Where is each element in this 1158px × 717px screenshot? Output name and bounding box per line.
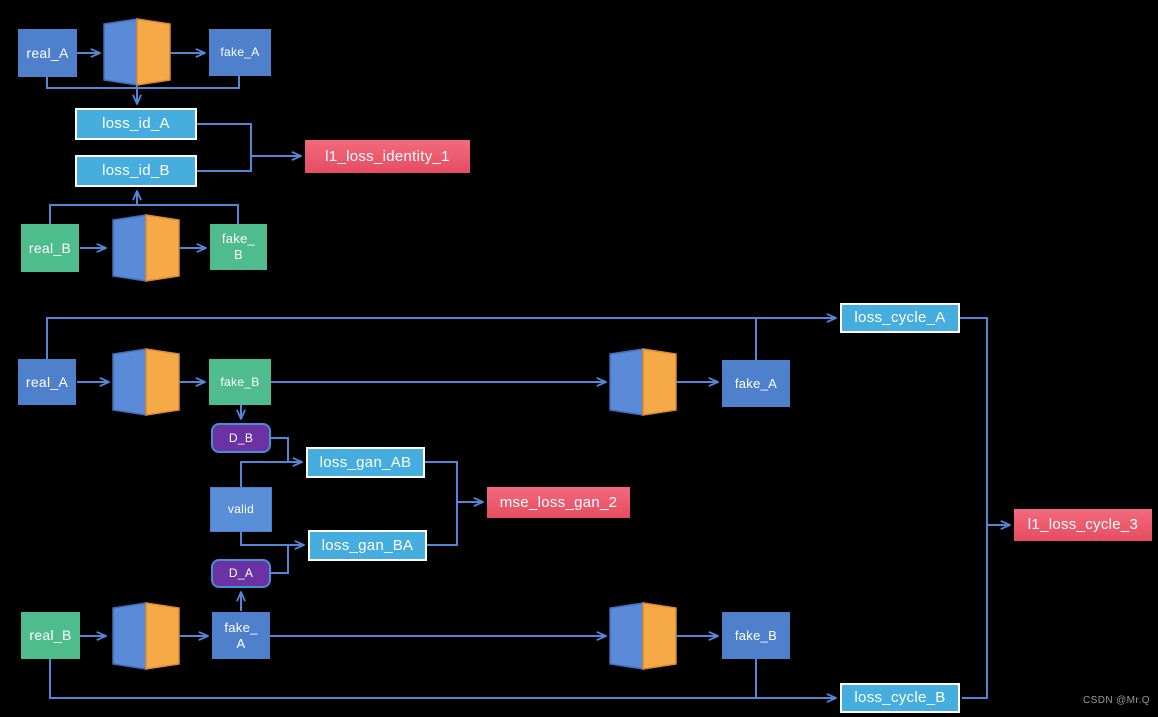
connector-line — [137, 76, 240, 89]
node-real-b-identity: real_B — [21, 224, 79, 272]
connector-line — [49, 659, 837, 703]
node-loss-gan-ab: loss_gan_AB — [306, 447, 425, 478]
generator-icon — [112, 214, 180, 282]
connector-line — [271, 546, 289, 574]
node-real-a-gan: real_A — [18, 359, 76, 405]
node-fake-a-cycle: fake_A — [722, 360, 790, 407]
node-discriminator-a: D_A — [211, 559, 271, 588]
connector-line — [240, 532, 305, 550]
connector-line — [49, 204, 137, 224]
watermark: CSDN @Mr.Q — [1083, 695, 1150, 706]
generator-icon — [112, 348, 180, 416]
node-real-b-gan: real_B — [21, 612, 80, 659]
node-valid: valid — [210, 487, 272, 532]
node-fake-a-identity: fake_A — [209, 29, 271, 76]
connector-line — [960, 317, 988, 699]
node-loss-gan-ba: loss_gan_BA — [308, 530, 427, 561]
connector-line — [240, 457, 303, 487]
node-l1-loss-identity-1: l1_loss_identity_1 — [305, 140, 470, 173]
connector-line — [425, 461, 458, 502]
generator-icon — [112, 602, 180, 670]
node-fake-b-cycle: fake_B — [722, 612, 790, 659]
node-fake-a-gan: fake_ A — [212, 612, 270, 659]
connector-line — [46, 313, 837, 359]
connector-line — [46, 77, 137, 89]
connector-line — [137, 204, 239, 224]
generator-icon — [103, 18, 171, 86]
connector-line — [427, 502, 458, 546]
node-mse-loss-gan-2: mse_loss_gan_2 — [487, 487, 630, 518]
node-fake-b-gan: fake_B — [209, 359, 271, 405]
node-real-a-identity: real_A — [18, 29, 77, 77]
node-discriminator-b: D_B — [211, 423, 271, 453]
generator-icon — [609, 348, 677, 416]
node-l1-loss-cycle-3: l1_loss_cycle_3 — [1014, 509, 1152, 541]
node-loss-id-a: loss_id_A — [75, 108, 197, 140]
connector-line — [271, 437, 289, 462]
node-loss-id-b: loss_id_B — [75, 155, 197, 187]
generator-icon — [609, 602, 677, 670]
connector-line — [197, 123, 252, 156]
node-fake-b-identity: fake_ B — [210, 224, 267, 270]
node-loss-cycle-a: loss_cycle_A — [840, 303, 960, 333]
node-loss-cycle-b: loss_cycle_B — [840, 683, 960, 713]
connector-line — [197, 156, 252, 172]
